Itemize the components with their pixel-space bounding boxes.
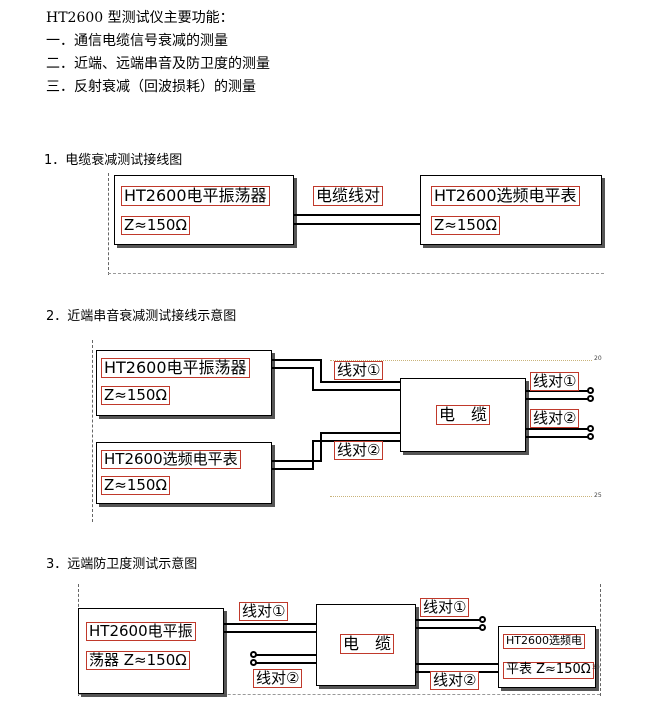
diagram1-meter-name: HT2600选频电平表 (431, 186, 580, 207)
diagram1-frame-bottom (108, 273, 604, 274)
diagram2-terminal-2b (587, 433, 594, 440)
diagram2-wire-p1b-h2 (312, 389, 400, 391)
diagram3-meter-name-line2: 平表 Z≈150Ω (503, 662, 594, 679)
diagram2-oscillator-name: HT2600电平振荡器 (101, 358, 250, 379)
diagram2-title: 2．近端串音衰减测试接线示意图 (46, 309, 237, 324)
diagram2-wire-out2a (526, 428, 588, 430)
diagram3-pair2-right-label: 线对② (430, 671, 480, 691)
diagram2-oscillator-impedance: Z≈150Ω (101, 386, 170, 406)
diagram2-pair1-left-label: 线对① (334, 361, 384, 381)
diagram2-wire-p2a-h1 (272, 460, 322, 462)
diagram2-pair1-right-label: 线对① (530, 372, 580, 392)
diagram3-wire-p2b (256, 662, 316, 664)
diagram1-wire-top (294, 214, 420, 216)
diagram3-cable-label: 电 缆 (340, 634, 395, 655)
diagram2-wire-p2a-v (320, 432, 322, 462)
diagram3-meter-name-line1: HT2600选频电 (503, 634, 585, 649)
function-item-2: 二．近端、远端串音及防卫度的测量 (46, 56, 270, 72)
diagram2-meter-impedance: Z≈150Ω (101, 476, 170, 496)
diagram2-frame-top (330, 360, 592, 361)
diagram3-wire-r1a (416, 619, 480, 621)
diagram3-frame-right (600, 584, 601, 696)
diagram1-oscillator-impedance: Z≈150Ω (121, 216, 190, 236)
diagram2-wire-p1a-h2 (320, 381, 400, 383)
diagram2-wire-p1b-h1 (272, 367, 314, 369)
diagram2-wire-p1a-h1 (272, 359, 322, 361)
diagram3-wire-r1b (416, 627, 480, 629)
diagram1-oscillator-name: HT2600电平振荡器 (121, 186, 270, 207)
function-item-3: 三．反射衰减（回波损耗）的测量 (46, 79, 256, 95)
diagram3-wire-p2a (256, 654, 316, 656)
diagram3-frame-bottom (78, 694, 600, 695)
intro-heading: HT2600 型测试仪主要功能： (46, 10, 234, 26)
diagram1-cable-pair-label: 电缆线对 (313, 186, 384, 207)
diagram1-wire-bottom (294, 223, 420, 225)
diagram2-wire-p2b-v (312, 440, 314, 470)
diagram3-pair1-right-label: 线对① (420, 598, 470, 618)
diagram3-wire-r2a (416, 663, 498, 665)
diagram2-wire-out2b (526, 436, 588, 438)
diagram1-title: 1．电缆衰减测试接线图 (44, 153, 183, 168)
diagram2-wire-out1b (526, 398, 588, 400)
diagram2-wire-p1b-v (312, 367, 314, 391)
function-item-1: 一．通信电缆信号衰减的测量 (46, 33, 228, 49)
diagram2-terminal-1b (587, 395, 594, 402)
diagram2-pair2-left-label: 线对② (334, 441, 384, 461)
diagram2-terminal-1a (587, 387, 594, 394)
diagram3-terminal-right-a (479, 616, 486, 623)
diagram2-pair2-right-label: 线对② (530, 409, 580, 429)
diagram2-terminal-2a (587, 425, 594, 432)
diagram3-oscillator-name-line2: 荡器 Z≈150Ω (86, 651, 190, 671)
diagram2-wire-p2b-h1 (272, 468, 314, 470)
diagram2-frame-left (92, 340, 93, 522)
diagram3-wire-p1b (224, 631, 316, 633)
diagram3-oscillator-name-line1: HT2600电平振 (86, 622, 196, 642)
diagram3-edge-mark: 30 (592, 664, 600, 671)
diagram2-meter-name: HT2600选频电平表 (101, 450, 241, 470)
diagram3-pair1-left-label: 线对① (239, 602, 289, 622)
diagram3-title: 3．远端防卫度测试示意图 (46, 557, 198, 572)
diagram2-wire-p2a-h2 (320, 432, 400, 434)
diagram2-edge-mark-top: 20 (594, 355, 602, 362)
diagram2-edge-mark-bottom: 25 (594, 492, 602, 499)
diagram2-cable-label: 电 缆 (436, 405, 491, 426)
diagram1-meter-impedance: Z≈150Ω (431, 216, 500, 236)
diagram2-frame-bottom (330, 496, 592, 497)
diagram1-frame-left (108, 173, 109, 275)
diagram2-wire-p1a-v (320, 359, 322, 383)
diagram3-pair2-left-label: 线对② (253, 669, 303, 689)
diagram3-wire-p1a (224, 623, 316, 625)
diagram3-terminal-right-b (479, 624, 486, 631)
